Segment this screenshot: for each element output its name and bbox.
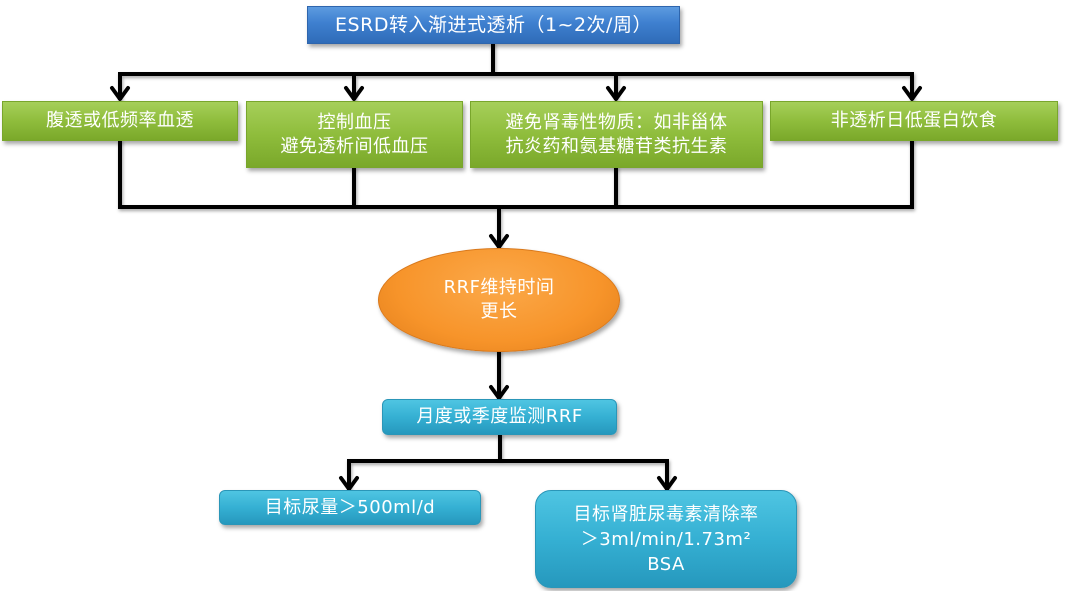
intervention-low-protein-diet[interactable]: 非透析日低蛋白饮食 (770, 101, 1058, 141)
arrowhead-target-1 (339, 476, 359, 491)
target-label-line-1: 目标肾脏尿毒素清除率 (573, 503, 759, 525)
target-urea-clearance[interactable]: 目标肾脏尿毒素清除率 ＞3ml/min/1.73m² BSA (535, 490, 797, 588)
intervention-label-line-1: 非透析日低蛋白饮食 (830, 110, 998, 131)
intervention-label-line-1: 腹透或低频率血透 (46, 110, 194, 131)
outcome-label-line-2: 更长 (480, 301, 518, 322)
arrowhead-intervention-1 (110, 86, 130, 101)
target-label-line-2: ＞3ml/min/1.73m² (580, 528, 752, 550)
intervention-label-line-1: 控制血压 (317, 111, 392, 133)
start-node-label: ESRD转入渐进式透析（1~2次/周） (335, 14, 652, 36)
monitor-label: 月度或季度监测RRF (416, 406, 583, 427)
arrowhead-intervention-4 (902, 86, 922, 101)
intervention-label-line-2: 抗炎药和氨基糖苷类抗生素 (505, 135, 728, 157)
intervention-avoid-nephrotoxic-agents[interactable]: 避免肾毒性物质：如非甾体 抗炎药和氨基糖苷类抗生素 (470, 101, 763, 168)
outcome-label-line-1: RRF维持时间 (443, 277, 555, 298)
intervention-label-line-2: 避免透析间低血压 (280, 135, 429, 157)
intervention-label-line-1: 避免肾毒性物质：如非甾体 (505, 111, 728, 133)
monitor-rrf-monthly-quarterly[interactable]: 月度或季度监测RRF (382, 399, 617, 435)
arrowhead-target-2 (657, 476, 677, 491)
target-label-line-3: BSA (647, 553, 685, 575)
outcome-rrf-longer-preservation[interactable]: RRF维持时间 更长 (378, 248, 620, 352)
target-urine-volume[interactable]: 目标尿量＞500ml/d (219, 490, 481, 525)
arrowhead-intervention-2 (344, 86, 364, 101)
arrowhead-outcome (489, 234, 509, 249)
intervention-pd-or-low-frequency-hd[interactable]: 腹透或低频率血透 (2, 101, 238, 141)
target-label-line-1: 目标尿量＞500ml/d (264, 496, 436, 518)
arrowhead-intervention-3 (606, 86, 626, 101)
start-node-esrd-progressive-dialysis[interactable]: ESRD转入渐进式透析（1~2次/周） (307, 6, 680, 44)
intervention-blood-pressure-control[interactable]: 控制血压 避免透析间低血压 (246, 101, 463, 168)
arrowhead-monitor (489, 385, 509, 400)
